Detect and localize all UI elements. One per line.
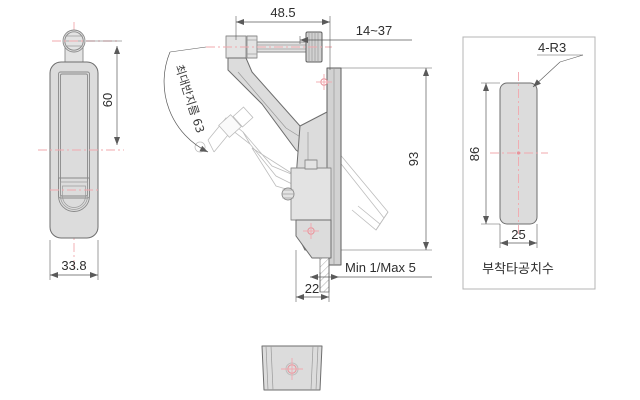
side-view-phantom-lever — [337, 151, 389, 231]
bottom-view-crease-left2 — [270, 345, 274, 391]
bottom-view-crease-left — [265, 345, 269, 391]
side-view-dim485-text: 48.5 — [270, 5, 295, 20]
front-view-group: 60 33.8 — [38, 22, 124, 280]
cutout-view-frame — [462, 36, 596, 290]
side-view-radius-leader — [169, 46, 207, 53]
front-view-recess — [58, 71, 90, 199]
cutout-dim25-text: 25 — [511, 227, 525, 242]
side-view-lock-block-tab — [304, 159, 318, 170]
side-view-cylinder-knurl — [282, 189, 294, 199]
cutout-dim86-text: 86 — [467, 147, 482, 161]
front-view-dim338-text: 33.8 — [61, 258, 86, 273]
cutout-view-group: 4-R3 86 25 부착타공치수 — [462, 36, 596, 290]
front-view-recess-inner — [60, 73, 88, 197]
side-view-max-radius-text: 최대반지름 63 — [172, 63, 207, 135]
side-view-dim1437-text: 14~37 — [356, 23, 393, 38]
front-view-lever-pull-inner2 — [62, 185, 86, 208]
side-view-mount-hole-upper — [316, 74, 332, 90]
side-view-foot — [295, 219, 332, 259]
side-view-lock-block — [290, 167, 332, 221]
side-view-panel-thickness-text: Min 1/Max 5 — [345, 260, 416, 275]
side-view-dim22-text: 22 — [305, 281, 319, 296]
side-view-mount-hole-lower — [303, 223, 319, 239]
cutout-center-mark — [516, 151, 521, 155]
side-view-group: 48.5 14~37 93 Min 1/Max 5 22 — [163, 5, 432, 302]
side-view-screw-assembly — [206, 31, 332, 63]
side-view-dim93-text: 93 — [406, 152, 421, 166]
cutout-r3-text: 4-R3 — [538, 40, 566, 55]
bottom-view-crease-right — [310, 345, 314, 391]
side-view-radius-arc — [163, 51, 209, 153]
front-view-lever-pull-inner — [60, 181, 88, 210]
side-view-panel-section — [319, 257, 330, 293]
bottom-view-crease-right2 — [315, 345, 319, 391]
cutout-r3-leader-2 — [559, 54, 584, 63]
front-view-lever-pull — [58, 177, 90, 212]
bottom-view-group — [261, 345, 323, 391]
front-view-dim60-text: 60 — [100, 93, 115, 107]
cutout-view-caption: 부착타공치수 — [482, 262, 554, 277]
cutout-r3-leader — [532, 61, 561, 88]
